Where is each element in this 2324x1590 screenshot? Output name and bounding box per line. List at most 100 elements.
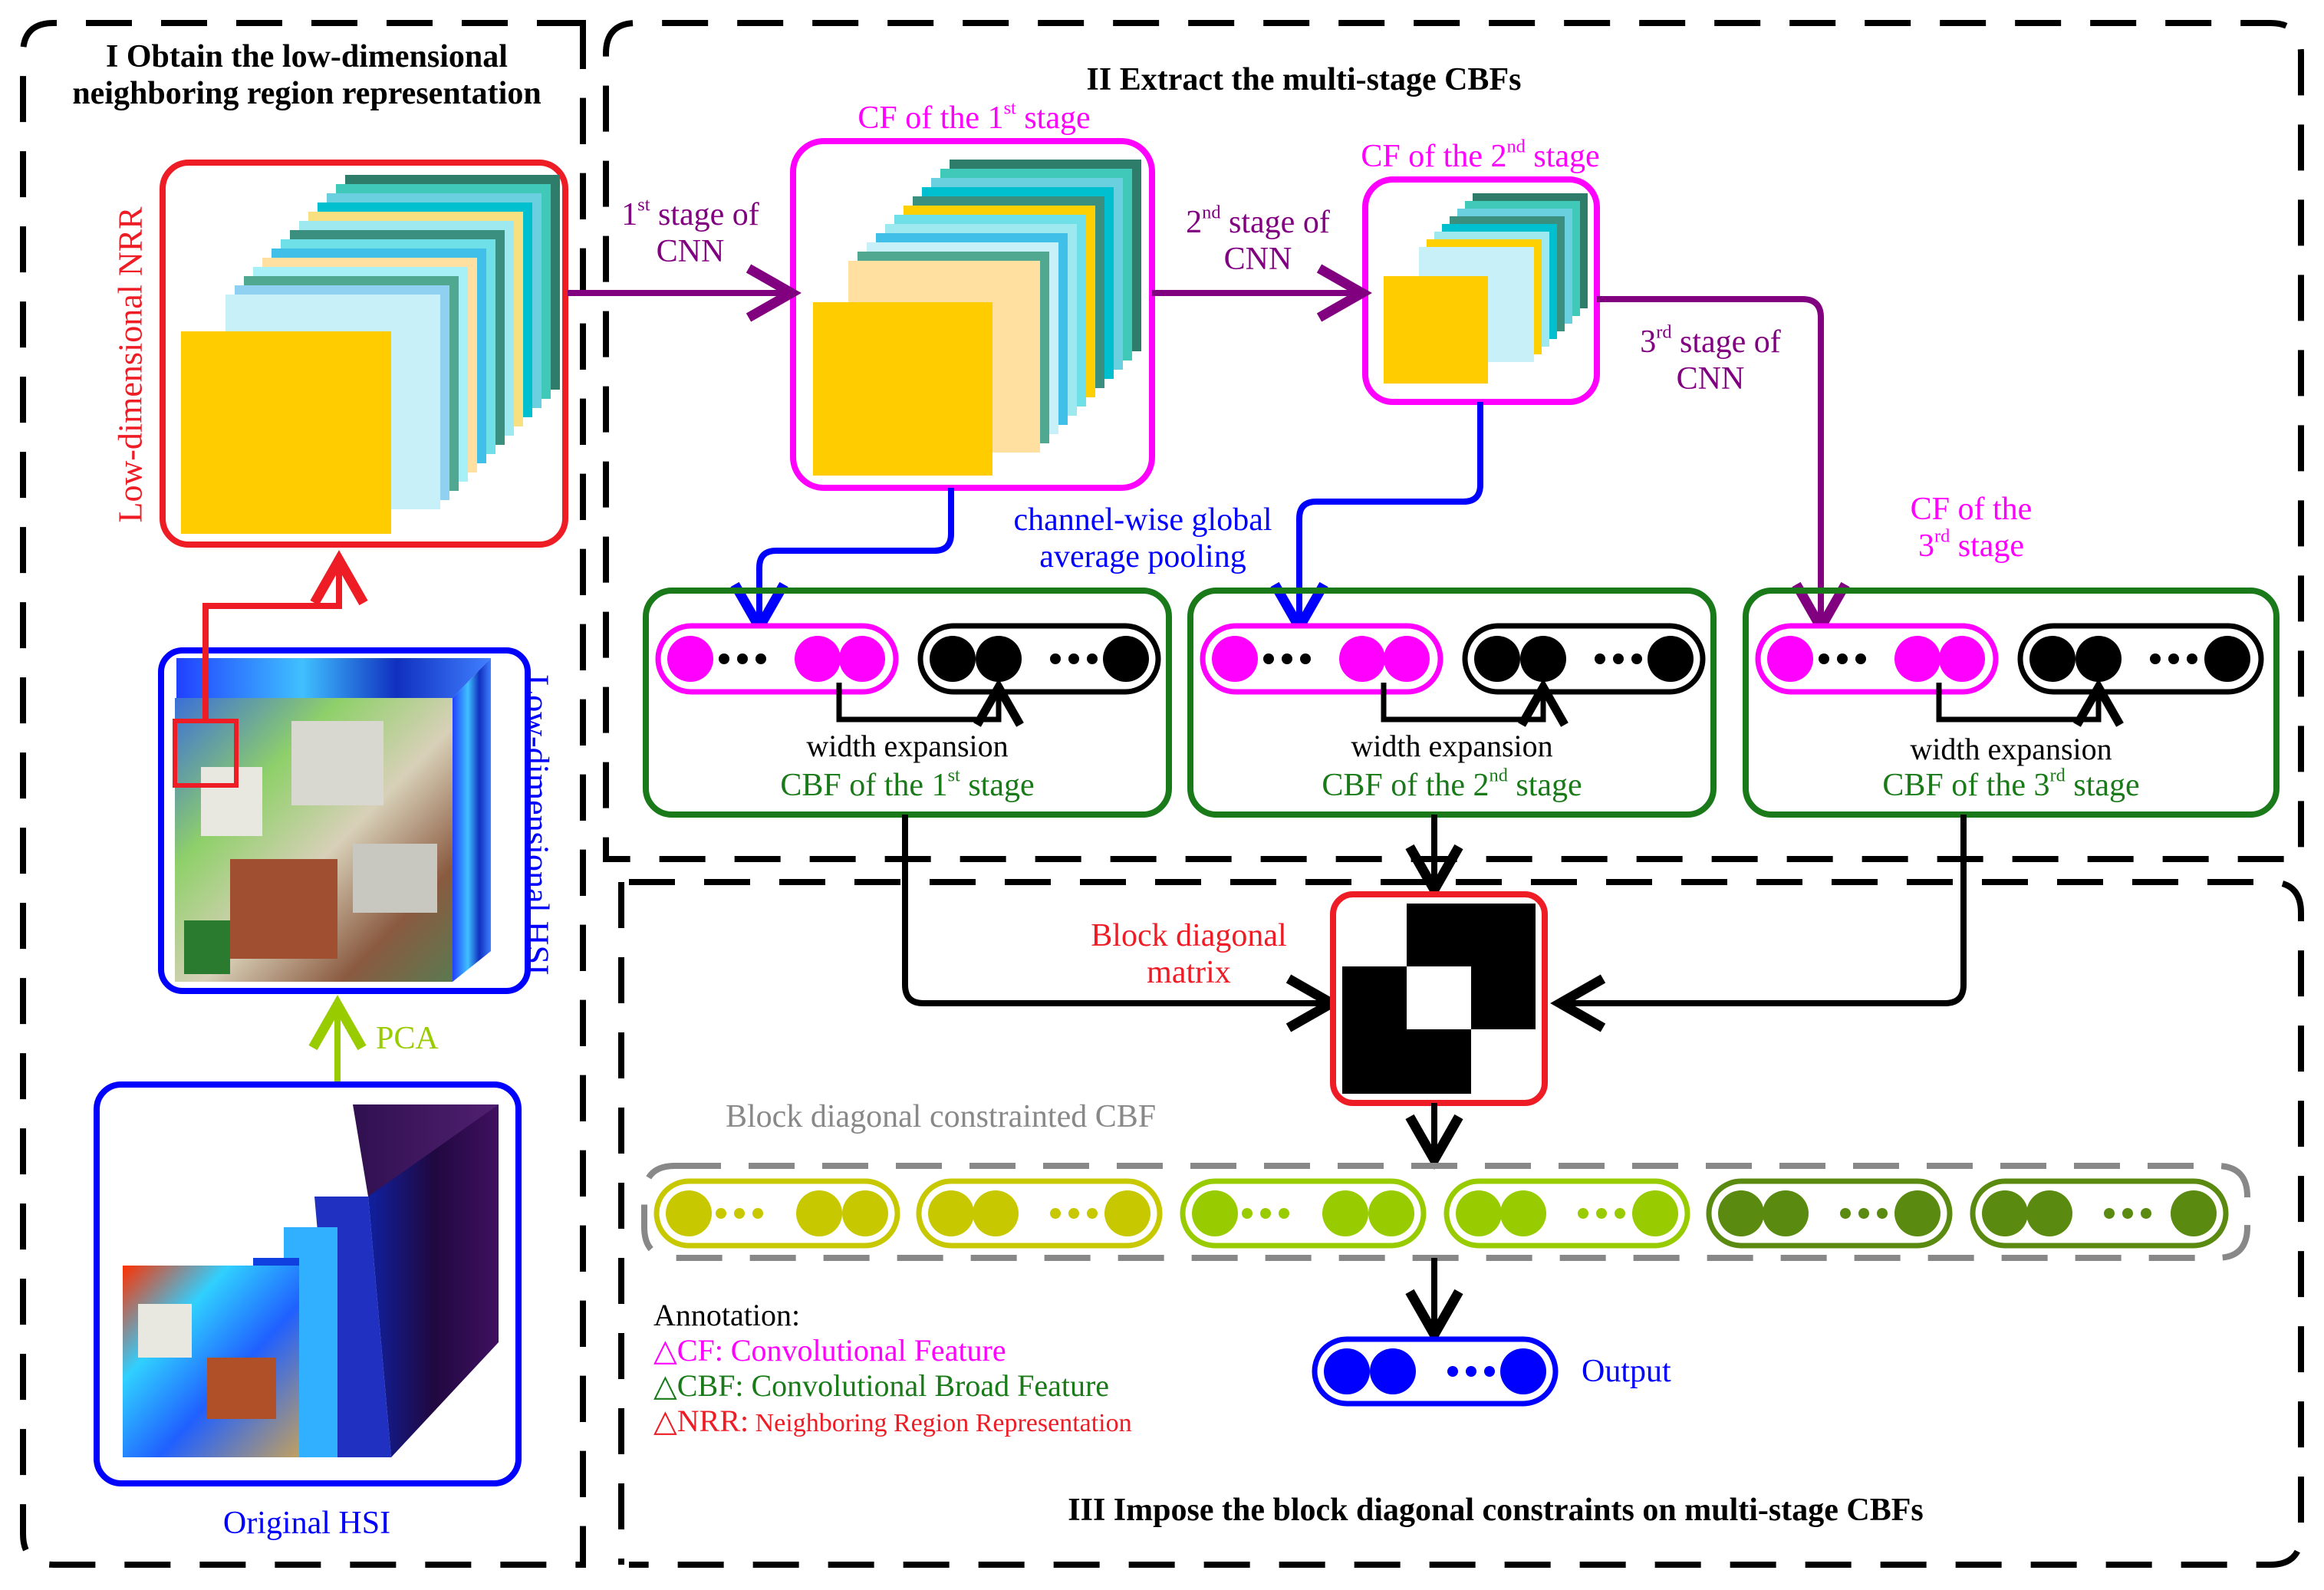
cbf1-nodes [655, 623, 1161, 727]
arrow-cbf1-to-bdm [902, 815, 1341, 1032]
cbf2-box [1187, 588, 1717, 818]
cbf2-sup: nd [1489, 765, 1508, 786]
cf1-cube-stack [813, 160, 1141, 476]
cf1-label-sup: st [1003, 97, 1016, 119]
cbf3-suffix: stage [2065, 768, 2140, 803]
nrr-box [160, 160, 568, 548]
cbf2-label: CBF of the 2nd stage [1190, 765, 1713, 804]
original-hsi-cube [123, 1104, 499, 1457]
cbf3-box [1743, 588, 2280, 818]
cbf2-prefix: CBF of the [1322, 768, 1473, 803]
bdm-label-line1: Block diagonal [1091, 918, 1287, 953]
stage1-label-line1: 1st stage of [598, 196, 782, 233]
stage3-stage-of: stage of [1671, 324, 1781, 360]
stage3-label: 3rd stage of CNN [1618, 321, 1802, 398]
cbf1-ord: 1 [931, 768, 948, 803]
stage2-label: 2nd stage of CNN [1166, 202, 1350, 278]
annotation-nrr: △NRR: Neighboring Region Representation [653, 1404, 1132, 1439]
cf3-label-suffix: stage [1950, 528, 2025, 565]
arrow-gap-2 [1270, 402, 1483, 637]
cbf1-prefix: CBF of the [780, 768, 932, 803]
frame-section-1 [20, 20, 586, 1568]
section-2-title: II Extract the multi-stage CBFs [1086, 62, 1522, 97]
cbf3-label: CBF of the 3rd stage [1746, 765, 2276, 804]
output-node [1312, 1336, 1559, 1407]
stage2-sup: nd [1202, 202, 1221, 223]
frame-section-2 [603, 20, 2304, 862]
cbf3-sup: rd [2049, 765, 2066, 786]
gap-label-line1: channel-wise global [1013, 502, 1272, 538]
cf-node-pill [655, 623, 899, 695]
annotation-cf: △CF: Convolutional Feature [653, 1333, 1006, 1368]
cbf1-label: CBF of the 1st stage [646, 766, 1169, 804]
section-1-title: I Obtain the low-dimensional neighboring… [46, 38, 568, 113]
cf3-label-sup: rd [1934, 526, 1950, 548]
section-3-title: III Impose the block diagonal constraint… [1068, 1493, 1924, 1528]
stage2-ord: 2 [1186, 205, 1203, 240]
arrow-cbf3-to-bdm [1550, 815, 1967, 1032]
low-hsi-label: Low-dimensional HSI [518, 674, 556, 976]
cbf3-prefix: CBF of the [1882, 768, 2034, 803]
section-1-title-line2: neighboring region representation [72, 76, 541, 112]
cf2-label: CF of the 2nd stage [1319, 136, 1641, 175]
stage1-ord: 1 [621, 197, 638, 232]
stage1-label: 1st stage of CNN [598, 196, 782, 271]
cbf2-suffix: stage [1507, 768, 1582, 803]
nrr-cube-stack [181, 175, 560, 534]
cf2-label-ord: 2 [1490, 139, 1507, 174]
annotation-nrr-rest: Neighboring Region Representation [749, 1409, 1132, 1437]
bdm-label: Block diagonal matrix [1058, 917, 1319, 992]
annotation-nrr-head: △NRR: [653, 1404, 749, 1438]
stage1-cnn: CNN [656, 234, 725, 270]
arrow-crop-to-nrr [202, 550, 368, 721]
cf1-label-ord: 1 [987, 100, 1004, 136]
expand-node-pill [917, 623, 1161, 695]
pca-label: PCA [376, 1021, 439, 1056]
bd-cbf-container [641, 1163, 2250, 1261]
stage3-label-line1: 3rd stage of [1618, 321, 1802, 360]
stage2-label-line1: 2nd stage of [1166, 202, 1350, 241]
annotation-block: Annotation: △CF: Convolutional Feature △… [653, 1298, 1132, 1439]
cf3-label-line1: CF of the [1910, 492, 2033, 527]
bd-cbf-label: Block diagonal constrainted CBF [726, 1099, 1157, 1134]
cbf3-nodes [1755, 623, 2264, 727]
cbf1-width-expansion: width expansion [806, 729, 1009, 763]
stage3-sup: rd [1656, 321, 1672, 343]
cf3-label-ord: 3 [1917, 528, 1934, 565]
annotation-cbf: △CBF: Convolutional Broad Feature [653, 1368, 1110, 1403]
stage2-cnn: CNN [1223, 242, 1292, 278]
cf2-label-prefix: CF of the [1361, 139, 1491, 174]
cf3-label: CF of the 3rd stage [1856, 491, 2086, 565]
bd-cbf-nodes [653, 1178, 2229, 1249]
bdm-label-line2: matrix [1147, 955, 1231, 991]
stage1-stage-of: stage of [650, 197, 759, 232]
cbf3-ord: 3 [2033, 768, 2050, 803]
cf2-label-sup: nd [1506, 136, 1526, 157]
gap-label: channel-wise global average pooling [982, 502, 1304, 576]
stage3-ord: 3 [1640, 324, 1657, 360]
cf3-label-line2: 3rd stage [1856, 526, 2086, 565]
stage1-sup: st [637, 194, 650, 216]
cbf2-nodes [1200, 623, 1706, 727]
cf1-label: CF of the 1st stage [798, 97, 1150, 137]
arrow-gap-1 [730, 488, 954, 637]
original-hsi-label: Original HSI [222, 1506, 391, 1541]
cbf1-suffix: stage [960, 768, 1035, 803]
stage3-cnn: CNN [1676, 361, 1745, 397]
frame-section-3 [629, 879, 2304, 1568]
original-hsi-box [94, 1081, 522, 1486]
low-hsi-cube [175, 658, 491, 982]
low-nrr-label: Low-dimensional NRR [111, 206, 150, 523]
gap-label-line2: average pooling [1039, 539, 1246, 575]
annotation-title: Annotation: [653, 1298, 801, 1332]
cf2-label-suffix: stage [1525, 139, 1600, 174]
cbf2-width-expansion: width expansion [1351, 729, 1553, 763]
cbf2-ord: 2 [1473, 768, 1490, 803]
output-label: Output [1582, 1354, 1671, 1389]
cf1-label-suffix: stage [1016, 100, 1091, 136]
arrow-stage3 [1597, 296, 1850, 637]
low-hsi-box [158, 647, 531, 994]
cf2-cube-stack [1384, 193, 1588, 384]
section-1-title-line1: I Obtain the low-dimensional [106, 39, 508, 74]
